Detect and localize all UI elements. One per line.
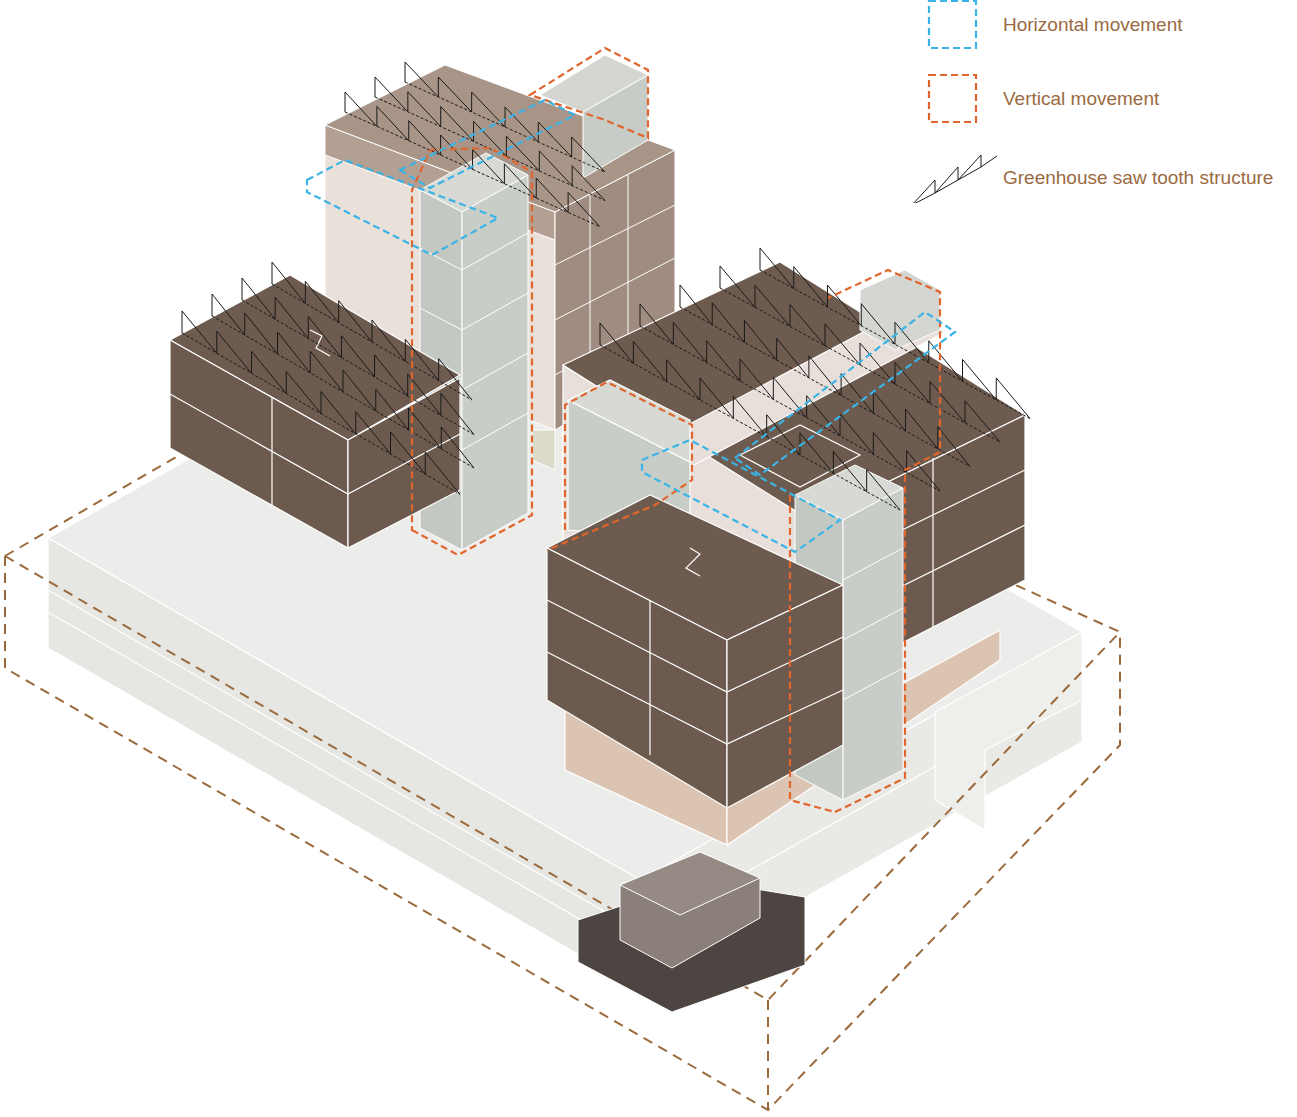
legend-label: Horizontal movement [1003, 14, 1183, 36]
vertical-movement-outline [412, 48, 940, 812]
sawtooth-row [182, 311, 460, 494]
horizontal-movement-outline [307, 100, 955, 552]
legend-item: Greenhouse saw tooth structure [910, 153, 1273, 203]
legend-swatch [910, 74, 1003, 124]
sawtooth-row [720, 266, 1000, 442]
sawtooth-row [600, 323, 900, 510]
sawtooth-base [272, 284, 472, 400]
sawtooth-row [272, 262, 472, 400]
sawtooth-row [242, 278, 474, 435]
greenhouse-sawtooth [182, 62, 1030, 510]
legend-label: Vertical movement [1003, 88, 1159, 110]
sawtooth-base [720, 288, 1000, 442]
left-block [170, 275, 460, 548]
sawtooth-symbol [912, 155, 997, 203]
sawtooth-base [182, 333, 460, 494]
sawtooth-row [212, 294, 474, 468]
legend-swatch [910, 0, 1003, 50]
dashed-square [929, 1, 976, 48]
sawtooth-base [640, 326, 940, 491]
entrance-volume [578, 852, 805, 1012]
legend: Horizontal movementVertical movementGree… [910, 0, 1295, 220]
sawtooth-row [680, 285, 970, 467]
dashed-square [929, 75, 976, 122]
legend-label: Greenhouse saw tooth structure [1003, 167, 1273, 189]
sawtooth-base [405, 82, 605, 172]
front-block [547, 495, 843, 808]
sawtooth-base [345, 112, 600, 227]
sawtooth-row [345, 92, 600, 227]
sawtooth-base [760, 270, 1030, 419]
sawtooth-symbol [912, 167, 981, 203]
legend-item: Horizontal movement [910, 0, 1183, 50]
legend-item: Vertical movement [910, 74, 1159, 124]
sawtooth-base [600, 345, 900, 510]
sawtooth-row [375, 77, 605, 201]
sawtooth-base [242, 300, 474, 435]
sawtooth-base [212, 316, 474, 468]
legend-swatch [910, 153, 1003, 203]
